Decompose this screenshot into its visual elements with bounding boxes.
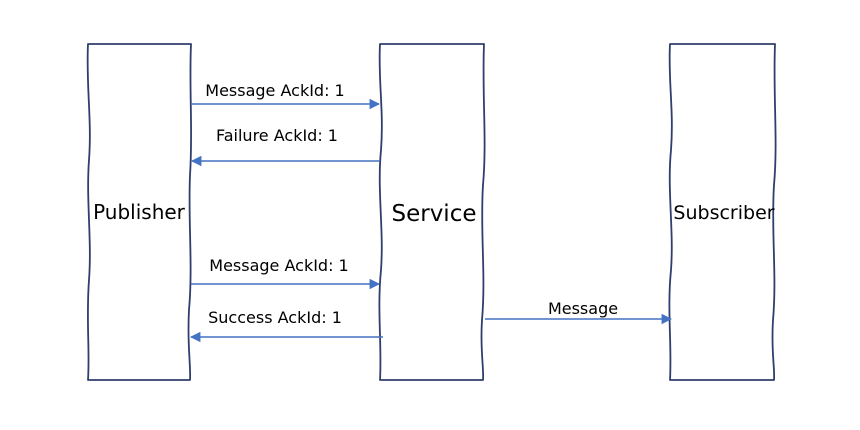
message-label-1: Message AckId: 1 <box>205 81 344 100</box>
message-arrow-4: Success AckId: 1 <box>189 308 383 343</box>
message-label-4: Success AckId: 1 <box>208 308 342 327</box>
subscriber-label: Subscriber <box>673 202 774 224</box>
service-box: Service <box>378 43 486 381</box>
subscriber-box: Subscriber <box>668 43 777 381</box>
message-label-3: Message AckId: 1 <box>209 256 348 275</box>
message-arrow-2: Failure AckId: 1 <box>190 126 380 167</box>
service-label: Service <box>391 201 476 227</box>
message-arrow-1: Message AckId: 1 <box>191 81 381 110</box>
message-arrow-3: Message AckId: 1 <box>191 256 381 290</box>
publisher-label: Publisher <box>93 200 186 224</box>
message-label-2: Failure AckId: 1 <box>216 126 338 145</box>
message-arrow-5: Message <box>485 299 673 325</box>
publisher-box: Publisher <box>86 43 193 381</box>
message-label-5: Message <box>548 299 618 318</box>
